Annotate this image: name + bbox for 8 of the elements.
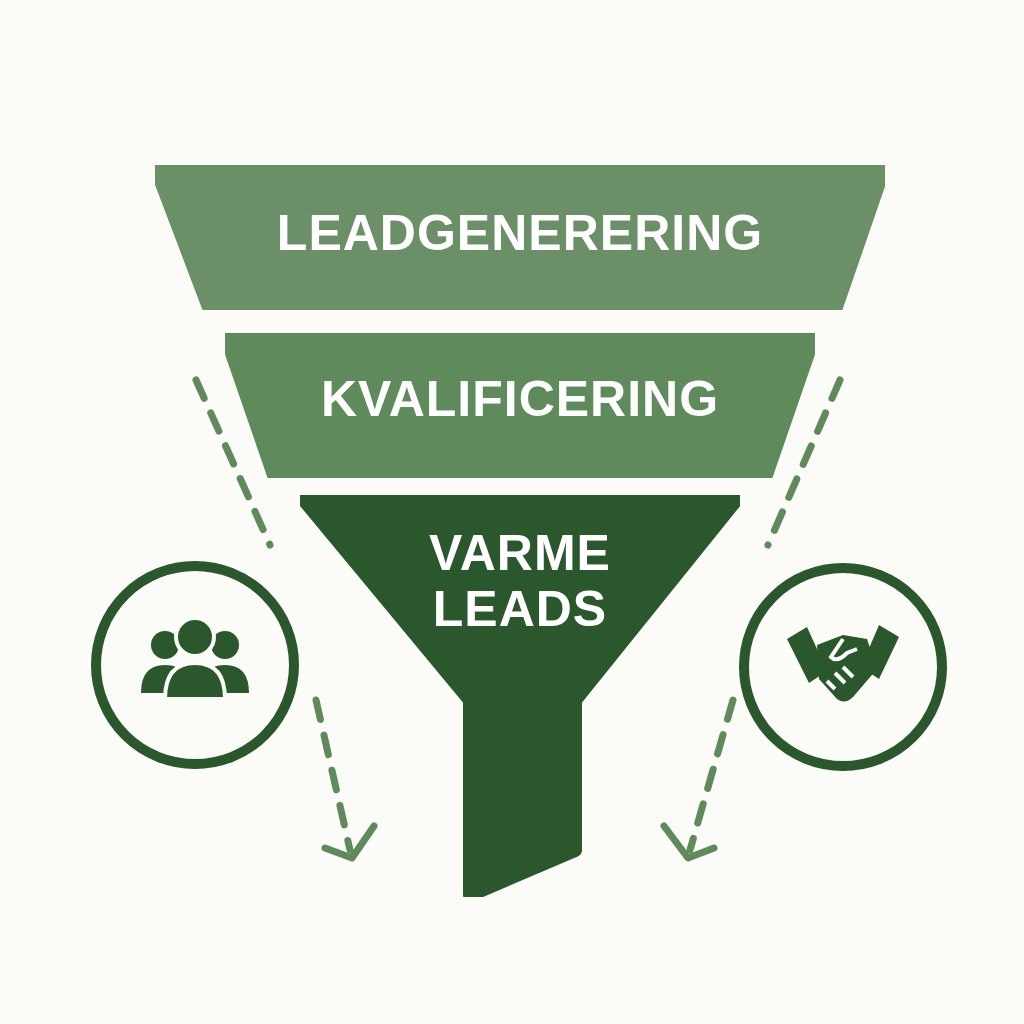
funnel-stage xyxy=(300,495,740,897)
funnel-band xyxy=(225,333,815,478)
stage-label: VARME LEADS xyxy=(428,525,612,637)
stage-label: KVALIFICERING xyxy=(319,371,721,427)
icon-circle xyxy=(90,560,300,770)
funnel-band xyxy=(155,165,885,310)
stage-label: LEADGENERERING xyxy=(275,205,765,261)
icon-circle xyxy=(738,562,948,772)
